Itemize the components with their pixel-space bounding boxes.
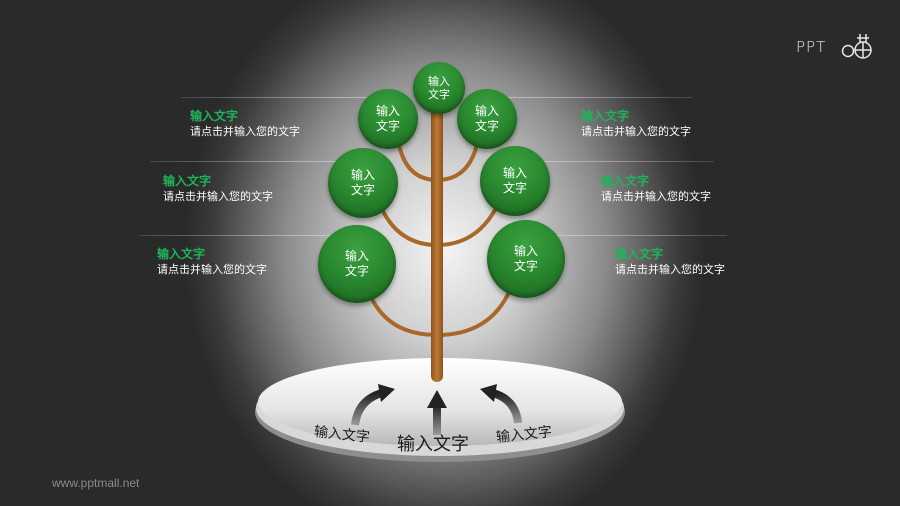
- left-item-3[interactable]: 输入文字 请点击并输入您的文字: [157, 246, 267, 278]
- leaf-text: 文字: [350, 183, 375, 197]
- leaf-text: 文字: [502, 181, 527, 195]
- right-item-3[interactable]: 输入文字 请点击并输入您的文字: [615, 246, 725, 278]
- item-description: 请点击并输入您的文字: [163, 190, 273, 203]
- separator-line: [500, 97, 692, 98]
- separator-line: [530, 161, 714, 162]
- logo-text: PPT: [796, 38, 827, 56]
- leaf-text: 文字: [513, 259, 538, 273]
- leaf-text: 文字: [375, 119, 400, 133]
- leaf-text: 输入: [428, 75, 450, 88]
- leaf-text: 文字: [474, 119, 499, 133]
- separator-line: [181, 97, 381, 98]
- leaf-right-1[interactable]: 输入文字: [457, 89, 517, 149]
- leaf-top[interactable]: 输入文字: [413, 62, 465, 114]
- item-title: 输入文字: [615, 247, 664, 261]
- ppt-logo-icon: [841, 34, 872, 59]
- item-title: 输入文字: [163, 174, 212, 188]
- leaf-text: 输入: [513, 244, 538, 258]
- item-title: 输入文字: [190, 109, 239, 123]
- left-item-1[interactable]: 输入文字 请点击并输入您的文字: [190, 108, 300, 140]
- arrow-center-up-icon: [427, 390, 447, 435]
- item-description: 请点击并输入您的文字: [615, 263, 725, 276]
- leaf-text: 文字: [428, 88, 450, 101]
- item-title: 输入文字: [581, 109, 630, 123]
- arrow-right-curved-icon: [480, 384, 522, 424]
- leaf-text: 输入: [502, 166, 527, 180]
- leaf-text: 输入: [344, 249, 369, 263]
- leaf-text: 文字: [344, 264, 369, 278]
- separator-line: [150, 161, 350, 162]
- leaf-right-2[interactable]: 输入文字: [480, 146, 550, 216]
- separator-line: [545, 235, 727, 236]
- item-title: 输入文字: [157, 247, 206, 261]
- item-description: 请点击并输入您的文字: [190, 125, 300, 138]
- separator-line: [140, 235, 330, 236]
- leaf-left-3[interactable]: 输入文字: [318, 225, 396, 303]
- base-label-center[interactable]: 输入文字: [397, 434, 469, 455]
- left-item-2[interactable]: 输入文字 请点击并输入您的文字: [163, 173, 273, 205]
- arrow-left-curved-icon: [351, 384, 395, 426]
- item-description: 请点击并输入您的文字: [601, 190, 711, 203]
- item-description: 请点击并输入您的文字: [581, 125, 691, 138]
- leaf-right-3[interactable]: 输入文字: [487, 220, 565, 298]
- watermark: www.pptmall.net: [52, 476, 140, 490]
- right-item-2[interactable]: 输入文字 请点击并输入您的文字: [601, 173, 711, 205]
- right-item-1[interactable]: 输入文字 请点击并输入您的文字: [581, 108, 691, 140]
- item-description: 请点击并输入您的文字: [157, 263, 267, 276]
- leaf-text: 输入: [375, 104, 400, 118]
- leaf-left-1[interactable]: 输入文字: [358, 89, 418, 149]
- trunk: [431, 100, 443, 382]
- leaf-text: 输入: [350, 168, 375, 182]
- leaf-left-2[interactable]: 输入文字: [328, 148, 398, 218]
- item-title: 输入文字: [601, 174, 650, 188]
- logo: PPT: [796, 32, 872, 62]
- leaf-text: 输入: [474, 104, 499, 118]
